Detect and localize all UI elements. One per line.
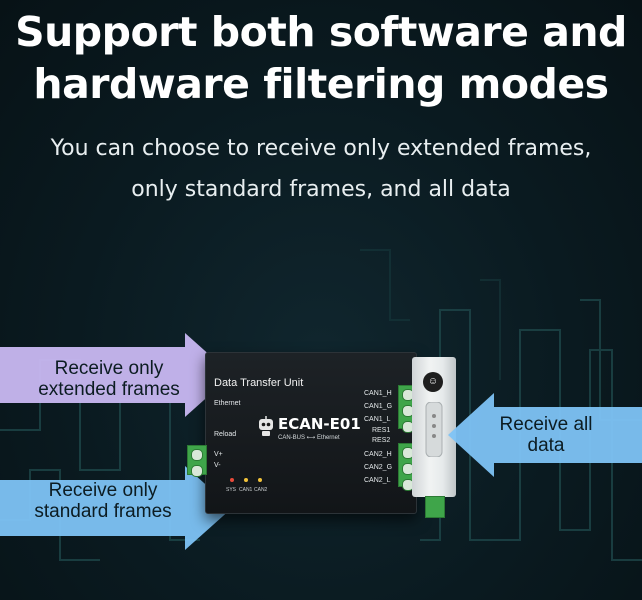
led-sys [230,478,234,482]
screw-icon [191,449,203,461]
label-reload: Reload [214,431,237,438]
label-v-plus: V+ [214,451,223,458]
label-can2-g: CAN2_G [364,464,393,471]
label-res1: RES1 [372,427,391,434]
led-label-sys: SYS [226,487,237,493]
led-can2 [258,478,262,482]
ecan-e01-device: Data Transfer Unit Ethernet Reload V+ V-… [205,352,417,514]
arrow-standard-frames [0,466,232,550]
subtitle-line-2: only standard frames, and all data [131,177,511,202]
device-model: ECAN-E01 [278,415,361,433]
arrow-extended-line-1: Receive only [54,358,164,379]
arrow-extended-line-2: extended frames [38,379,180,400]
arrow-extended-label: Receive only extended frames [14,358,204,400]
arrow-standard-label: Receive only standard frames [8,480,198,522]
title-line-1: Support both software and [15,8,627,56]
power-terminal [187,445,207,477]
arrow-all-data [448,393,642,477]
label-ethernet: Ethernet [214,400,241,407]
led-label-can2: CAN2 [254,487,268,493]
arrow-standard-line-1: Receive only [48,480,158,501]
page-title: Support both software and hardware filte… [0,6,642,110]
label-res2: RES2 [372,437,391,444]
arrow-all-line-2: data [527,435,565,456]
device-model-sub: CAN-BUS ⟷ Ethernet [278,435,340,441]
module-terminal [425,496,445,518]
led-can1 [244,478,248,482]
label-can1-h: CAN1_H [364,390,392,397]
label-v-minus: V- [214,462,221,469]
module-indicator-strip [425,402,443,457]
arrow-extended-frames [0,333,232,417]
arrow-standard-line-2: standard frames [34,501,172,522]
title-line-2: hardware filtering modes [33,60,609,108]
module-robot-icon: ☺ [423,372,443,392]
robot-icon [259,416,273,436]
label-can2-l: CAN2_L [364,477,391,484]
device-title: Data Transfer Unit [214,377,304,389]
label-can1-l: CAN1_L [364,416,391,423]
label-can2-h: CAN2_H [364,451,392,458]
subtitle: You can choose to receive only extended … [0,128,642,210]
screw-icon [191,465,203,477]
led-label-can1: CAN1 [239,487,253,493]
subtitle-line-1: You can choose to receive only extended … [50,136,592,161]
arrow-all-line-1: Receive all [499,414,593,435]
label-can1-g: CAN1_G [364,403,393,410]
arrow-all-label: Receive all data [476,414,616,456]
